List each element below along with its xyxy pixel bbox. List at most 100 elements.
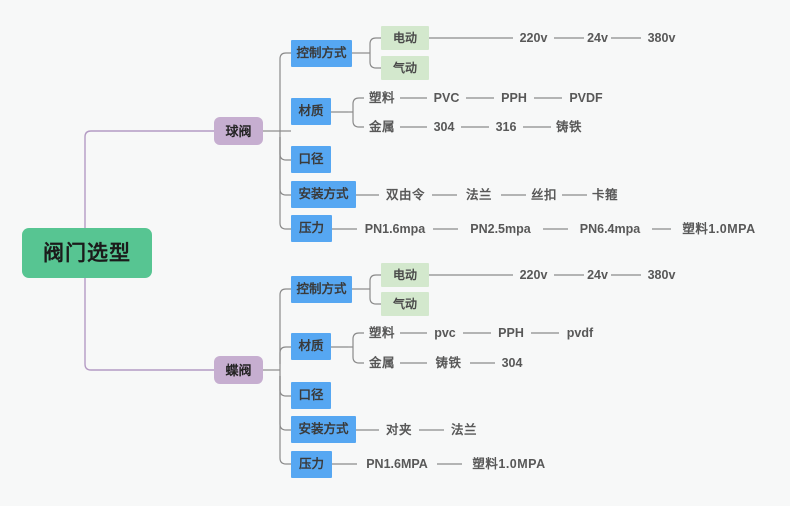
leaf-ball-metal-cast-iron-label: 铸铁 bbox=[555, 119, 582, 134]
edge-ctrl2-to-dd bbox=[369, 274, 381, 283]
node-ball-control-method[interactable]: 控制方式 bbox=[291, 40, 352, 67]
leaf-ball-material-plastic[interactable]: 塑料 bbox=[364, 89, 400, 107]
leaf-ball-metal-304-label: 304 bbox=[433, 119, 455, 134]
leaf-butterfly-material-metal[interactable]: 金属 bbox=[364, 354, 400, 372]
leaf-ball-pressure-pn25-label: PN2.5mpa bbox=[470, 221, 531, 236]
leaf-butterfly-material-plastic[interactable]: 塑料 bbox=[364, 324, 400, 342]
node-butterfly-diameter-label: 口径 bbox=[298, 388, 324, 403]
leaf-butterfly-electric-380v-label: 380v bbox=[647, 267, 676, 282]
edge-diefa-to-pres bbox=[279, 376, 291, 465]
leaf-ball-metal-cast-iron[interactable]: 铸铁 bbox=[551, 118, 587, 136]
edge-diefa-to-dia bbox=[279, 376, 291, 397]
leaf-ball-plastic-pph[interactable]: PPH bbox=[494, 89, 534, 107]
leaf-butterfly-plastic-pph[interactable]: PPH bbox=[491, 324, 531, 342]
leaf-butterfly-pressure-plastic10-label: 塑料1.0MPA bbox=[472, 456, 546, 471]
leaf-ball-pressure-pn16-label: PN1.6mpa bbox=[364, 221, 426, 236]
node-butterfly-installation[interactable]: 安装方式 bbox=[291, 416, 356, 443]
leaf-ball-electric-220v-label: 220v bbox=[519, 30, 548, 45]
leaf-butterfly-install-wafer[interactable]: 对夹 bbox=[379, 421, 419, 439]
node-ball-control-electric[interactable]: 电动 bbox=[381, 26, 429, 50]
leaf-butterfly-install-wafer-label: 对夹 bbox=[385, 422, 412, 437]
leaf-ball-pressure-plastic10-label: 塑料1.0MPA bbox=[682, 221, 756, 236]
node-butterfly-control-pneumatic-label: 气动 bbox=[392, 297, 417, 311]
leaf-butterfly-plastic-pph-label: PPH bbox=[498, 325, 524, 340]
root-node-valve-selection[interactable]: 阀门选型 bbox=[22, 228, 152, 278]
node-ball-control-method-label: 控制方式 bbox=[296, 46, 347, 61]
edge-mat1-to-plastic bbox=[352, 97, 364, 106]
leaf-butterfly-electric-380v[interactable]: 380v bbox=[641, 266, 682, 284]
edge-qiufa-to-ctrl bbox=[279, 52, 291, 125]
leaf-butterfly-pressure-plastic10[interactable]: 塑料1.0MPA bbox=[462, 455, 556, 473]
edge-diefa-to-inst bbox=[279, 376, 291, 431]
edge-ctrl2-to-qd bbox=[369, 295, 381, 305]
leaf-butterfly-metal-cast-iron-label: 铸铁 bbox=[435, 355, 462, 370]
leaf-ball-electric-380v-label: 380v bbox=[647, 30, 676, 45]
node-butterfly-material[interactable]: 材质 bbox=[291, 333, 331, 360]
edge-qiufa-to-pres bbox=[279, 137, 291, 230]
leaf-ball-metal-316-label: 316 bbox=[495, 119, 517, 134]
leaf-butterfly-material-plastic-label: 塑料 bbox=[368, 325, 395, 340]
leaf-butterfly-metal-304[interactable]: 304 bbox=[495, 354, 529, 372]
leaf-ball-electric-220v[interactable]: 220v bbox=[513, 29, 554, 47]
node-butterfly-control-electric[interactable]: 电动 bbox=[381, 263, 429, 287]
leaf-ball-electric-24v[interactable]: 24v bbox=[584, 29, 611, 47]
edge-mat2-to-plastic bbox=[352, 332, 364, 341]
node-ball-material[interactable]: 材质 bbox=[291, 98, 331, 125]
node-butterfly-pressure[interactable]: 压力 bbox=[291, 451, 332, 478]
node-butterfly-diameter[interactable]: 口径 bbox=[291, 382, 331, 409]
leaf-ball-plastic-pvc[interactable]: PVC bbox=[427, 89, 466, 107]
leaf-ball-install-union[interactable]: 双由令 bbox=[379, 186, 432, 204]
node-ball-material-label: 材质 bbox=[298, 104, 324, 119]
leaf-butterfly-pressure-pn16[interactable]: PN1.6MPA bbox=[357, 455, 437, 473]
node-ball-pressure[interactable]: 压力 bbox=[291, 215, 332, 242]
leaf-ball-plastic-pvdf[interactable]: PVDF bbox=[562, 89, 610, 107]
leaf-butterfly-install-flange[interactable]: 法兰 bbox=[444, 421, 484, 439]
leaf-ball-electric-380v[interactable]: 380v bbox=[641, 29, 682, 47]
node-butterfly-control-method[interactable]: 控制方式 bbox=[291, 276, 352, 303]
node-butterfly-control-pneumatic[interactable]: 气动 bbox=[381, 292, 429, 316]
leaf-ball-plastic-pph-label: PPH bbox=[501, 90, 527, 105]
leaf-ball-install-clamp[interactable]: 卡箍 bbox=[587, 186, 623, 204]
node-ball-control-electric-label: 电动 bbox=[392, 31, 417, 45]
leaf-ball-pressure-plastic10[interactable]: 塑料1.0MPA bbox=[671, 220, 767, 238]
node-ball-diameter[interactable]: 口径 bbox=[291, 146, 331, 173]
leaf-ball-plastic-pvc-label: PVC bbox=[433, 90, 460, 105]
leaf-butterfly-plastic-pvdf[interactable]: pvdf bbox=[559, 324, 601, 342]
leaf-ball-install-thread[interactable]: 丝扣 bbox=[526, 186, 562, 204]
leaf-ball-electric-24v-label: 24v bbox=[587, 30, 608, 45]
leaf-ball-install-flange[interactable]: 法兰 bbox=[457, 186, 501, 204]
leaf-ball-pressure-pn64-label: PN6.4mpa bbox=[579, 221, 641, 236]
leaf-ball-pressure-pn25[interactable]: PN2.5mpa bbox=[458, 220, 543, 238]
leaf-ball-material-metal-label: 金属 bbox=[368, 119, 395, 134]
leaf-ball-install-clamp-label: 卡箍 bbox=[591, 187, 618, 202]
leaf-butterfly-metal-cast-iron[interactable]: 铸铁 bbox=[427, 354, 470, 372]
leaf-butterfly-material-metal-label: 金属 bbox=[368, 355, 395, 370]
leaf-ball-metal-304[interactable]: 304 bbox=[427, 118, 461, 136]
node-butterfly-installation-label: 安装方式 bbox=[298, 422, 349, 437]
node-butterfly-control-electric-label: 电动 bbox=[392, 268, 417, 282]
edge-diefa-to-ctrl bbox=[279, 288, 291, 364]
node-ball-control-pneumatic[interactable]: 气动 bbox=[381, 56, 429, 80]
node-ball-installation[interactable]: 安装方式 bbox=[291, 181, 356, 208]
edge-ctrl1-to-dd bbox=[369, 37, 381, 47]
branch-node-ball-valve[interactable]: 球阀 bbox=[214, 117, 263, 145]
leaf-butterfly-electric-24v[interactable]: 24v bbox=[584, 266, 611, 284]
leaf-butterfly-electric-24v-label: 24v bbox=[587, 267, 608, 282]
leaf-butterfly-plastic-pvc-label: pvc bbox=[434, 325, 456, 340]
node-ball-pressure-label: 压力 bbox=[299, 221, 325, 236]
leaf-ball-metal-316[interactable]: 316 bbox=[489, 118, 523, 136]
leaf-ball-pressure-pn64[interactable]: PN6.4mpa bbox=[568, 220, 652, 238]
leaf-butterfly-pressure-pn16-label: PN1.6MPA bbox=[366, 456, 428, 471]
branch-node-butterfly-valve[interactable]: 蝶阀 bbox=[214, 356, 263, 384]
leaf-butterfly-plastic-pvc[interactable]: pvc bbox=[427, 324, 463, 342]
node-ball-diameter-label: 口径 bbox=[298, 152, 324, 167]
leaf-ball-pressure-pn16[interactable]: PN1.6mpa bbox=[357, 220, 433, 238]
leaf-ball-plastic-pvdf-label: PVDF bbox=[569, 90, 603, 105]
leaf-ball-material-metal[interactable]: 金属 bbox=[364, 118, 400, 136]
leaf-butterfly-electric-220v[interactable]: 220v bbox=[513, 266, 554, 284]
leaf-ball-install-flange-label: 法兰 bbox=[465, 187, 492, 202]
node-butterfly-pressure-label: 压力 bbox=[299, 457, 325, 472]
node-ball-installation-label: 安装方式 bbox=[298, 187, 349, 202]
edge-qiufa-to-dia bbox=[279, 137, 291, 161]
